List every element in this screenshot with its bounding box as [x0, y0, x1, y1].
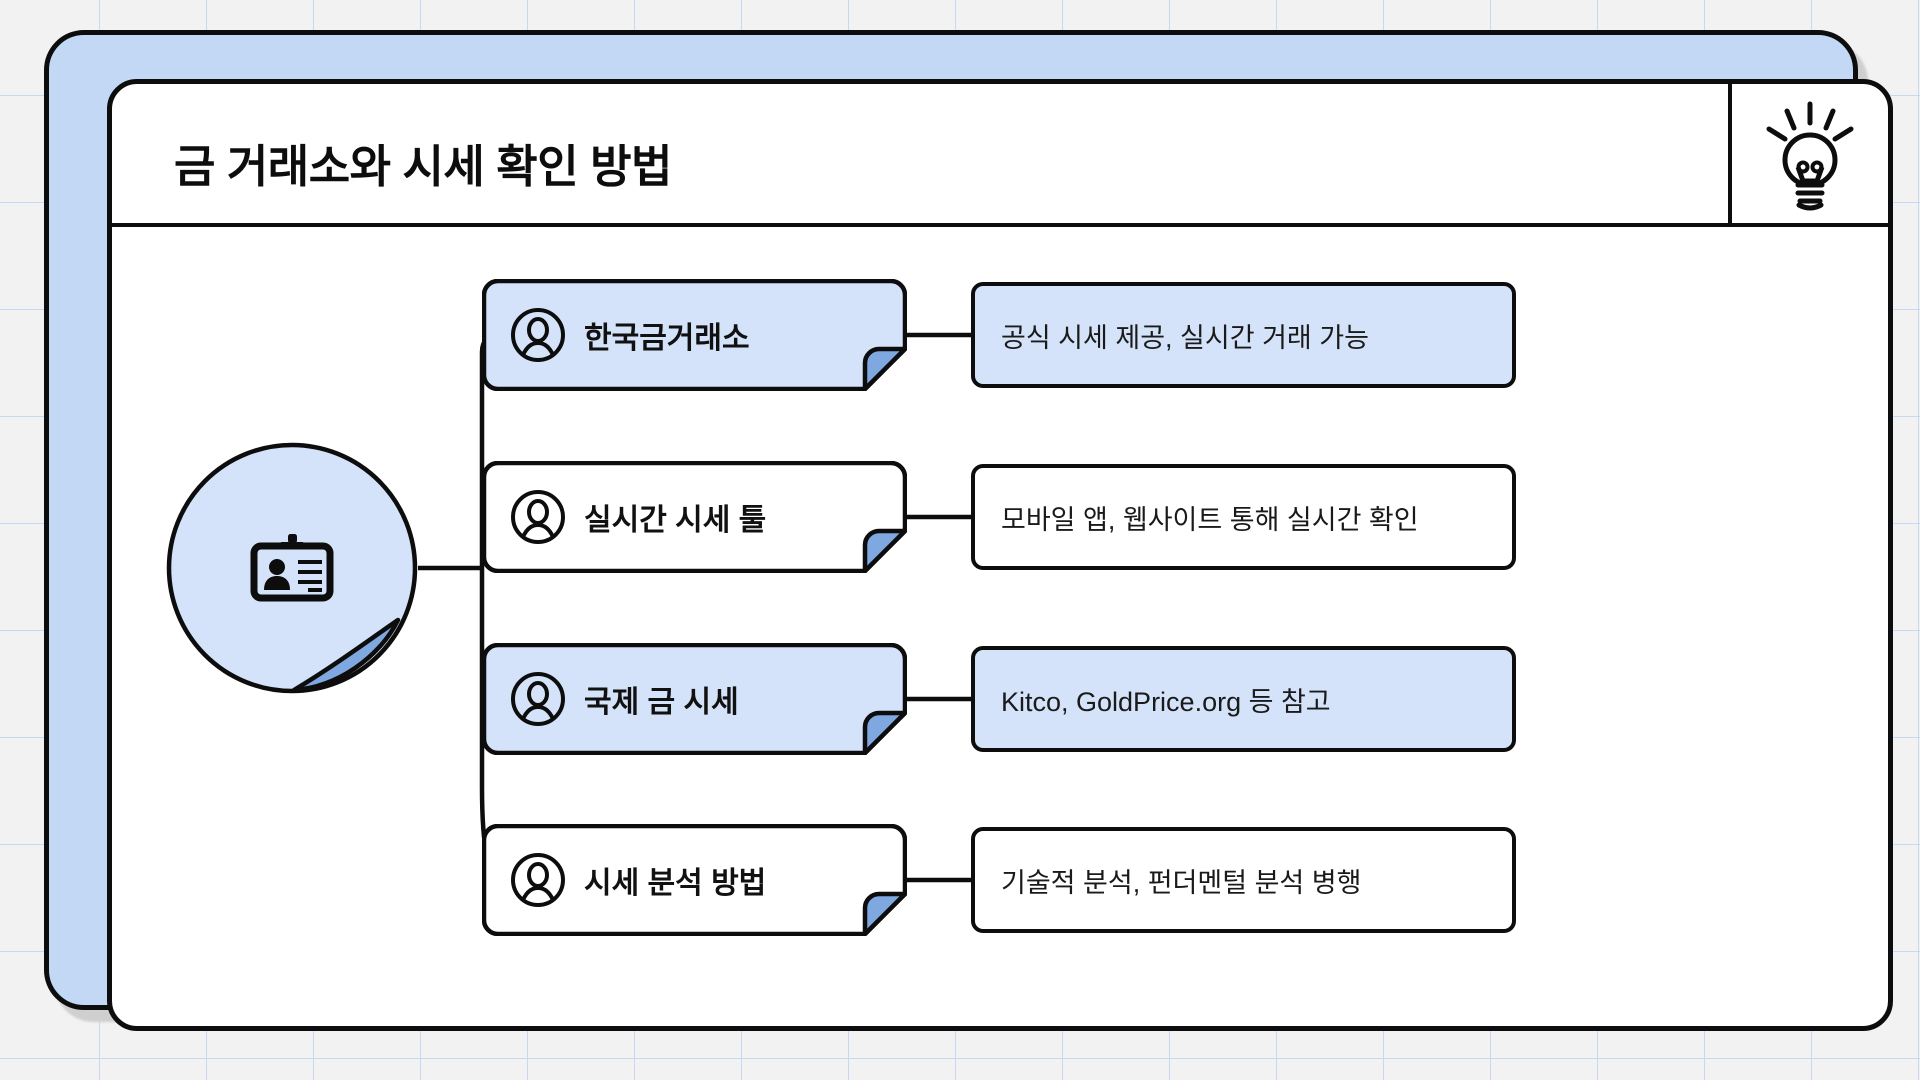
branch-description-box[interactable]: Kitco, GoldPrice.org 등 참고: [971, 646, 1516, 752]
lightbulb-icon: [1766, 101, 1854, 210]
root-node[interactable]: [166, 442, 418, 694]
branch-node-label: 국제 금 시세: [584, 686, 739, 719]
branch-row: 한국금거래소 공식 시세 제공, 실시간 거래 가능: [112, 278, 1888, 392]
branch-node-label: 한국금거래소: [584, 322, 750, 355]
branch-node[interactable]: 국제 금 시세: [481, 642, 908, 756]
branch-node-shape: [481, 278, 908, 392]
branch-description-box[interactable]: 모바일 앱, 웹사이트 통해 실시간 확인: [971, 464, 1516, 570]
branch-row: 국제 금 시세 Kitco, GoldPrice.org 등 참고: [112, 642, 1888, 756]
person-circle-icon: [511, 853, 565, 907]
person-circle-icon: [511, 672, 565, 726]
header-divider: [1728, 84, 1732, 227]
branch-description-text: 기술적 분석, 펀더멘털 분석 병행: [1001, 867, 1362, 898]
branch-node-shape: [481, 642, 908, 756]
branch-node[interactable]: 한국금거래소: [481, 278, 908, 392]
person-circle-icon: [511, 308, 565, 362]
branch-node[interactable]: 실시간 시세 툴: [481, 460, 908, 574]
header-icon-slot: [1732, 84, 1888, 227]
branch-description-text: 공식 시세 제공, 실시간 거래 가능: [1001, 322, 1369, 353]
id-badge-icon: [250, 534, 334, 602]
person-circle-icon: [511, 490, 565, 544]
branch-node-shape: [481, 823, 908, 937]
branch-row: 시세 분석 방법 기술적 분석, 펀더멘털 분석 병행: [112, 823, 1888, 937]
root-circle-shape: [166, 442, 418, 694]
branch-node[interactable]: 시세 분석 방법: [481, 823, 908, 937]
branch-node-label: 실시간 시세 툴: [584, 504, 767, 537]
card-inner-panel: 금 거래소와 시세 확인 방법: [107, 79, 1893, 1031]
branch-row: 실시간 시세 툴 모바일 앱, 웹사이트 통해 실시간 확인: [112, 460, 1888, 574]
branch-description-text: 모바일 앱, 웹사이트 통해 실시간 확인: [1001, 504, 1419, 535]
branch-node-shape: [481, 460, 908, 574]
branch-description-box[interactable]: 공식 시세 제공, 실시간 거래 가능: [971, 282, 1516, 388]
branch-description-text: Kitco, GoldPrice.org 등 참고: [1001, 686, 1331, 717]
card-outer-frame: 금 거래소와 시세 확인 방법: [44, 30, 1893, 1031]
diagram-canvas: 한국금거래소 공식 시세 제공, 실시간 거래 가능: [112, 227, 1888, 1026]
branch-node-label: 시세 분석 방법: [584, 867, 767, 900]
page-title: 금 거래소와 시세 확인 방법: [174, 141, 672, 192]
branch-description-box[interactable]: 기술적 분석, 펀더멘털 분석 병행: [971, 827, 1516, 933]
header-bar: 금 거래소와 시세 확인 방법: [112, 84, 1888, 227]
